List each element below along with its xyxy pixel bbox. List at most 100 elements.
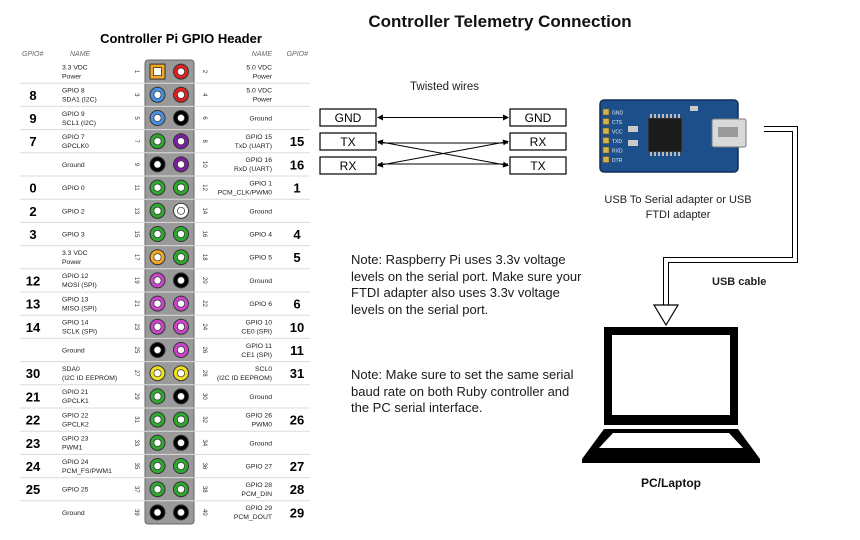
col-header-gpio-right: GPIO# <box>287 51 309 58</box>
diagram-title: Controller Telemetry Connection <box>368 12 632 31</box>
note-voltage-levels: Note: Raspberry Pi uses 3.3v voltage lev… <box>351 252 582 317</box>
pin-name-left: GPIO 14 <box>62 320 89 327</box>
pin-name-right: GPIO 5 <box>249 255 272 262</box>
gpio-number-right: 10 <box>290 320 304 335</box>
wire-rx-to-tx <box>377 139 509 168</box>
pin-number-left: 5 <box>133 116 139 120</box>
pin-name-left: SCL1 (I2C) <box>62 120 96 127</box>
pin-number-right: 24 <box>201 323 207 330</box>
gpio-number-left: 12 <box>26 273 40 288</box>
gpio-number-left: 0 <box>29 181 36 196</box>
pin-name-left: Ground <box>62 348 85 355</box>
pin-hole-left <box>153 160 162 169</box>
chip-leg <box>674 114 676 118</box>
pin-name-left: GPIO 3 <box>62 232 85 239</box>
gpio-number-right: 26 <box>290 413 304 428</box>
wire-label-left: RX <box>340 159 357 173</box>
col-header-gpio-left: GPIO# <box>22 51 44 58</box>
pin-name-right: (I2C ID EEPROM) <box>217 375 272 382</box>
pin-number-right: 34 <box>201 439 207 446</box>
chip-leg <box>658 152 660 156</box>
pin-number-left: 23 <box>133 323 139 330</box>
keyboard-area <box>599 433 743 448</box>
pin-name-right: RxD (UART) <box>234 166 272 173</box>
pin-hole-right <box>177 160 185 169</box>
pin-name-left: GPIO 9 <box>62 111 85 118</box>
pin-number-right: 22 <box>201 300 207 307</box>
pin-name-left: MOSI (SPI) <box>62 282 97 289</box>
pin-hole-left <box>153 485 162 494</box>
pin-name-right: GPIO 29 <box>246 505 273 512</box>
pin-hole-left <box>153 206 162 215</box>
adapter-pin-label: DTR <box>612 158 623 164</box>
pin-name-right: Ground <box>249 394 272 401</box>
adapter-pin-label: RXD <box>612 149 623 155</box>
pin-hole-left <box>153 415 162 424</box>
pin-name-left: GPIO 22 <box>62 412 89 419</box>
pin-name-right: GPIO 1 <box>249 180 272 187</box>
gpio-number-left: 9 <box>29 111 36 126</box>
chip-leg <box>650 114 652 118</box>
pc-caption: PC/Laptop <box>641 476 701 490</box>
pin-name-left: SDA0 <box>62 366 80 373</box>
pin-hole-right <box>177 114 185 122</box>
pin-number-right: 4 <box>201 93 207 97</box>
gpio-header-title: Controller Pi GPIO Header <box>100 31 262 46</box>
wire-label-left: GND <box>335 111 362 125</box>
note-baud-rate: Note: Make sure to set the same serial b… <box>351 367 574 415</box>
chip-leg <box>674 152 676 156</box>
gpio-number-left: 23 <box>26 436 40 451</box>
gpio-number-right: 31 <box>290 366 304 381</box>
pin-number-right: 40 <box>201 509 207 516</box>
wire-label-right: RX <box>530 135 547 149</box>
pin-name-left: GPIO 25 <box>62 487 89 494</box>
chip-leg <box>662 114 664 118</box>
pin-number-left: 39 <box>133 509 139 516</box>
pin-hole-left <box>153 299 162 308</box>
pin-name-left: PWM1 <box>62 445 83 452</box>
pin-name-left: Ground <box>62 162 85 169</box>
pin-number-left: 25 <box>133 347 139 354</box>
pin-number-right: 18 <box>201 254 207 261</box>
pin-number-right: 16 <box>201 231 207 238</box>
pin-hole-right <box>177 206 185 215</box>
pin-name-left: GPCLK0 <box>62 143 89 150</box>
gpio-number-right: 6 <box>293 297 300 312</box>
gpio-number-right: 1 <box>293 181 300 196</box>
pin-name-right: Ground <box>249 116 272 123</box>
col-header-name-left: NAME <box>70 51 91 58</box>
gpio-number-left: 30 <box>26 366 40 381</box>
gpio-number-right: 5 <box>293 250 300 265</box>
chip-leg <box>654 152 656 156</box>
pin-name-right: 5.0 VDC <box>246 64 272 71</box>
pin-hole-right <box>177 369 185 378</box>
pin-hole-left <box>153 67 162 76</box>
chip-leg <box>662 152 664 156</box>
wire-box-right <box>509 156 567 175</box>
pin-number-left: 11 <box>133 184 139 191</box>
pin-name-right: GPIO 15 <box>246 134 273 141</box>
pin-name-left: SCLK (SPI) <box>62 329 97 336</box>
pin-hole-left <box>153 183 162 192</box>
pin-hole-left <box>153 276 162 285</box>
pin-number-left: 17 <box>133 254 139 261</box>
pin-name-left: GPIO 12 <box>62 273 89 280</box>
pin-name-right: GPIO 6 <box>249 301 272 308</box>
pin-name-right: GPIO 28 <box>246 482 273 489</box>
pin-name-left: GPIO 21 <box>62 389 89 396</box>
pin-number-right: 8 <box>201 140 207 144</box>
pin-name-right: Power <box>253 97 273 104</box>
pin-name-left: GPIO 7 <box>62 134 85 141</box>
pin-name-right: 5.0 VDC <box>246 88 272 95</box>
col-header-name-right: NAME <box>252 51 273 58</box>
adapter-pin <box>602 156 610 163</box>
pin-hole-right <box>177 299 185 308</box>
pin-hole-left <box>153 369 162 378</box>
pin-name-right: GPIO 10 <box>246 320 273 327</box>
pin-name-right: GPIO 16 <box>246 157 273 164</box>
pin-name-left: GPIO 23 <box>62 436 89 443</box>
wire-label-right: TX <box>530 159 545 173</box>
adapter-component <box>690 106 698 111</box>
pin-hole-right <box>177 183 185 192</box>
